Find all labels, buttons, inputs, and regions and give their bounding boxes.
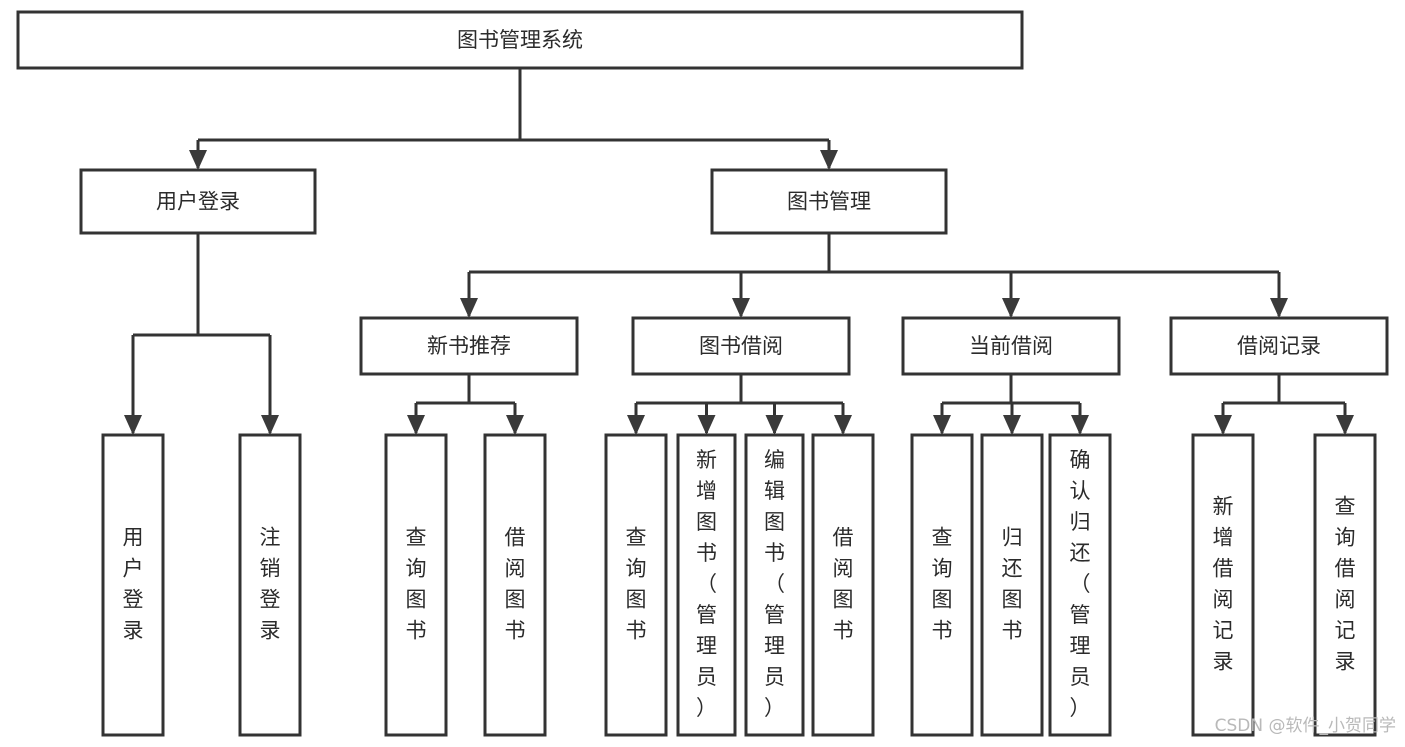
arrow-head-icon bbox=[765, 415, 784, 435]
node-book-manage[interactable]: 图书管理 bbox=[710, 168, 948, 235]
node-new-book-recommend[interactable]: 新书推荐 bbox=[359, 316, 579, 376]
node-label: 归还图书 bbox=[1002, 526, 1023, 643]
node-query-book-2[interactable]: 查询图书 bbox=[604, 433, 668, 737]
arrow-head-icon bbox=[460, 298, 478, 318]
node-return-book[interactable]: 归还图书 bbox=[980, 433, 1044, 737]
node-query-borrow-record[interactable]: 查询借阅记录 bbox=[1313, 433, 1377, 737]
node-add-book-admin[interactable]: 新增图书（管理员） bbox=[676, 433, 737, 737]
node-add-borrow-record[interactable]: 新增借阅记录 bbox=[1191, 433, 1255, 737]
node-box bbox=[1313, 433, 1377, 737]
arrow-head-icon bbox=[124, 415, 142, 435]
arrow-head-icon bbox=[1214, 415, 1232, 435]
node-box bbox=[79, 168, 317, 235]
node-query-book-1[interactable]: 查询图书 bbox=[384, 433, 448, 737]
node-label: 编辑图书（管理员） bbox=[764, 448, 785, 720]
node-label: 查询图书 bbox=[932, 526, 953, 643]
node-box bbox=[744, 433, 805, 737]
node-box bbox=[238, 433, 302, 737]
arrow-head-icon bbox=[1003, 415, 1021, 435]
arrow-head-icon bbox=[1071, 415, 1089, 435]
arrow-head-icon bbox=[261, 415, 279, 435]
arrow-head-icon bbox=[820, 150, 838, 170]
connectors-layer bbox=[124, 68, 1354, 435]
arrow-head-icon bbox=[407, 415, 425, 435]
node-label: 注销登录 bbox=[260, 526, 281, 643]
arrow-head-icon bbox=[834, 415, 852, 435]
node-confirm-return-admin[interactable]: 确认归还（管理员） bbox=[1048, 433, 1112, 737]
node-label: 用户登录 bbox=[123, 526, 144, 643]
node-label: 新增图书（管理员） bbox=[696, 448, 717, 720]
arrow-head-icon bbox=[1002, 298, 1020, 318]
node-box bbox=[631, 316, 851, 376]
node-box bbox=[101, 433, 165, 737]
node-book-borrow[interactable]: 图书借阅 bbox=[631, 316, 851, 376]
node-user-logout[interactable]: 注销登录 bbox=[238, 433, 302, 737]
node-label: 图书管理 bbox=[787, 190, 871, 214]
node-box bbox=[16, 10, 1024, 70]
arrow-head-icon bbox=[627, 415, 645, 435]
node-user-login[interactable]: 用户登录 bbox=[79, 168, 317, 235]
node-label: 确认归还（管理员） bbox=[1070, 448, 1091, 720]
csdn-watermark: CSDN @软件_小贺同学 bbox=[1215, 716, 1396, 736]
node-label: 借阅图书 bbox=[505, 526, 526, 643]
node-box bbox=[359, 316, 579, 376]
node-borrow-book-1[interactable]: 借阅图书 bbox=[483, 433, 547, 737]
arrow-head-icon bbox=[1270, 298, 1288, 318]
arrow-head-icon bbox=[933, 415, 951, 435]
node-borrow-record[interactable]: 借阅记录 bbox=[1169, 316, 1389, 376]
node-box bbox=[384, 433, 448, 737]
node-box bbox=[1191, 433, 1255, 737]
node-current-borrow[interactable]: 当前借阅 bbox=[901, 316, 1121, 376]
node-box bbox=[710, 168, 948, 235]
node-box bbox=[483, 433, 547, 737]
node-box bbox=[604, 433, 668, 737]
arrow-head-icon bbox=[506, 415, 524, 435]
node-label: 图书管理系统 bbox=[457, 28, 583, 52]
nodes-layer: 图书管理系统用户登录图书管理用户登录注销登录新书推荐查询图书借阅图书图书借阅查询… bbox=[16, 10, 1389, 737]
arrow-head-icon bbox=[189, 150, 207, 170]
node-label: 借阅图书 bbox=[833, 526, 854, 643]
node-label: 查询借阅记录 bbox=[1335, 495, 1356, 674]
node-query-book-3[interactable]: 查询图书 bbox=[910, 433, 974, 737]
node-edit-book-admin[interactable]: 编辑图书（管理员） bbox=[744, 433, 805, 737]
node-borrow-book-2[interactable]: 借阅图书 bbox=[811, 433, 875, 737]
arrow-head-icon bbox=[697, 415, 716, 435]
node-box bbox=[901, 316, 1121, 376]
node-label: 图书借阅 bbox=[699, 334, 783, 358]
arrow-head-icon bbox=[1336, 415, 1354, 435]
node-label: 借阅记录 bbox=[1237, 334, 1321, 358]
node-box bbox=[910, 433, 974, 737]
node-box bbox=[1048, 433, 1112, 737]
node-undefined[interactable]: 图书管理系统 bbox=[16, 10, 1024, 70]
node-label: 查询图书 bbox=[626, 526, 647, 643]
node-box bbox=[1169, 316, 1389, 376]
node-label: 用户登录 bbox=[156, 190, 240, 214]
node-box bbox=[811, 433, 875, 737]
node-label: 当前借阅 bbox=[969, 334, 1053, 358]
node-user-login-do[interactable]: 用户登录 bbox=[101, 433, 165, 737]
node-label: 新书推荐 bbox=[427, 334, 511, 358]
arrow-head-icon bbox=[732, 298, 750, 318]
node-box bbox=[980, 433, 1044, 737]
node-label: 新增借阅记录 bbox=[1213, 495, 1234, 674]
node-box bbox=[676, 433, 737, 737]
node-label: 查询图书 bbox=[406, 526, 427, 643]
